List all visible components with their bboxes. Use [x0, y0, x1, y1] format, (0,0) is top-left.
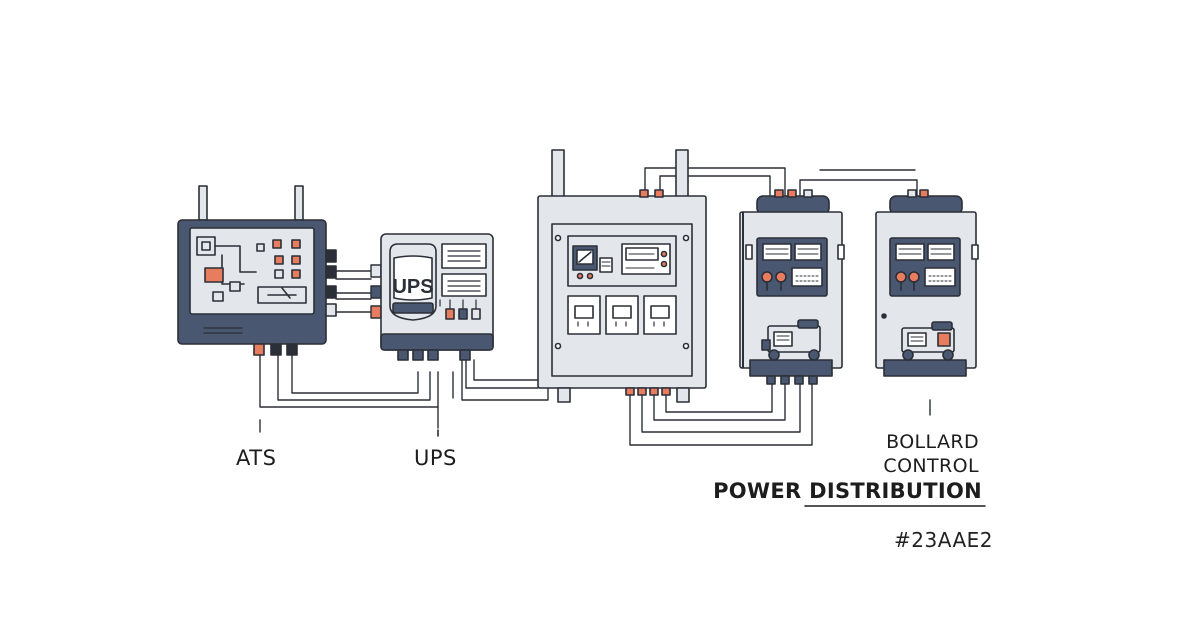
ats-unit: [177, 185, 337, 356]
main-distribution-panel: [537, 149, 707, 403]
ups-logo-text: UPS: [392, 276, 433, 298]
diagram-title: POWER DISTRIBUTION: [713, 479, 982, 503]
ups-unit: [380, 233, 494, 361]
distribution-panel-1: [739, 189, 845, 385]
label-ups: UPS: [414, 446, 457, 470]
label-bollard-line1: BOLLARD: [886, 431, 979, 453]
label-ats: ATS: [236, 446, 277, 470]
label-bollard-line2: CONTROL: [883, 455, 979, 477]
color-tag: #23AAE2: [894, 528, 993, 552]
wiring: [259, 167, 931, 446]
bollard-control-panel: [875, 189, 979, 377]
ats-ups-wires: [335, 264, 382, 319]
